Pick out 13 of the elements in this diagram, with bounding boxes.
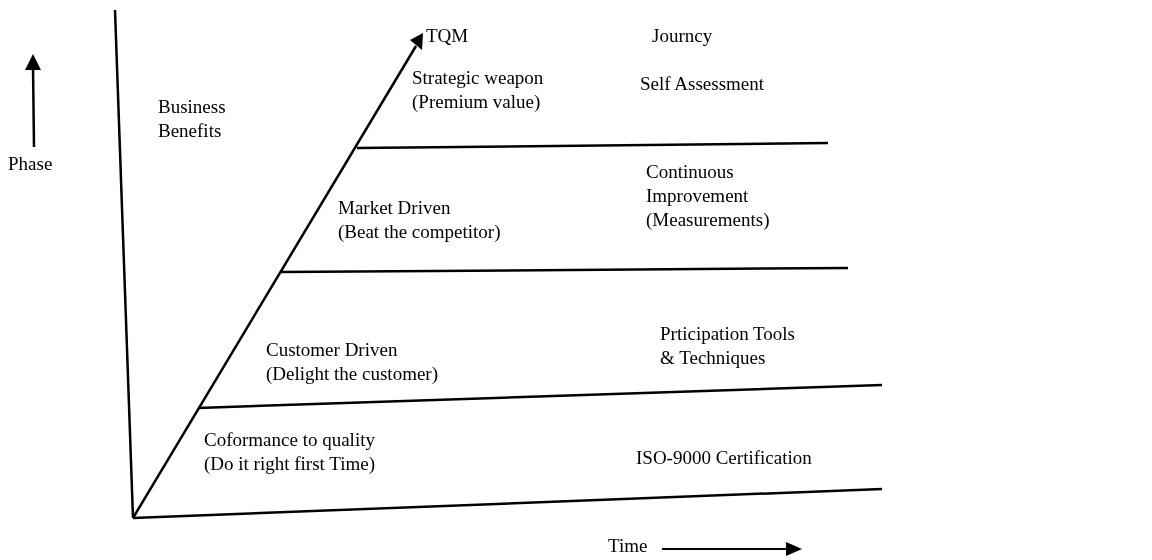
stage-label: TQM (426, 24, 470, 48)
phase-description: Coformance to quality (Do it right first Time) (204, 428, 376, 476)
axis-label: Business Benefits (158, 95, 227, 143)
axis-label: Time (608, 534, 649, 558)
practice-label: Prticipation Tools & Techniques (660, 322, 796, 370)
phase-description: Strategic weapon (Premium value) (412, 66, 545, 114)
stage-label: Journcy (652, 24, 714, 48)
axis-label: Phase (8, 152, 54, 176)
phase-description: Customer Driven (Delight the customer) (266, 338, 439, 386)
phase-description: Market Driven (Beat the competitor) (338, 196, 502, 244)
practice-label: ISO-9000 Certification (636, 446, 813, 470)
practice-label: Self Assessment (640, 72, 766, 96)
practice-label: Continuous Improvement (Measurements) (646, 160, 771, 232)
